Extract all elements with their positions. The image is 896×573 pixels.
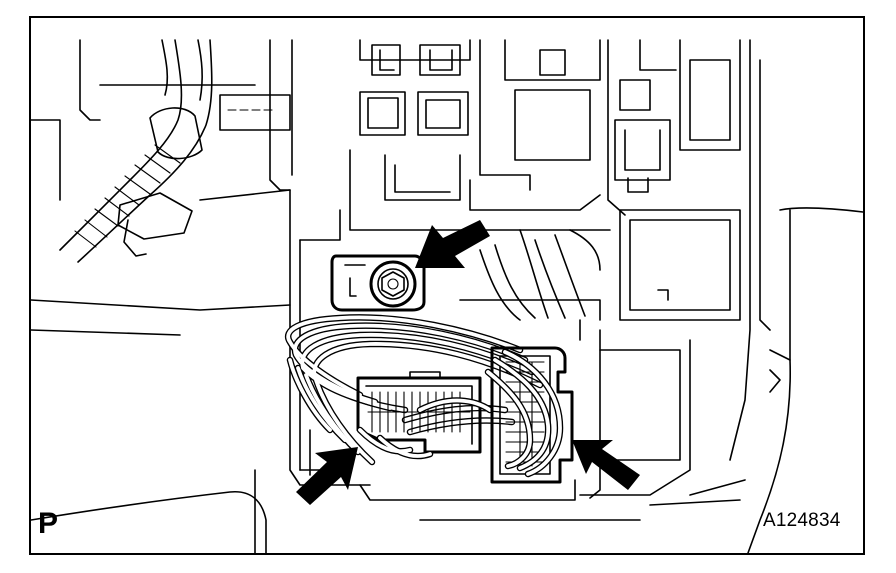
connector-wire-loop xyxy=(285,314,544,466)
left-connector xyxy=(356,371,494,460)
arrow-icon xyxy=(296,447,358,505)
bolt-washer xyxy=(369,260,417,308)
view-label: P xyxy=(38,507,59,540)
right-connector xyxy=(484,346,574,484)
bolt-bracket xyxy=(330,254,426,312)
arrow-icon xyxy=(415,220,490,268)
right-body-panel xyxy=(419,207,863,553)
figure-frame xyxy=(29,16,865,555)
bolt-head xyxy=(381,271,405,297)
vehicle-body-panel xyxy=(31,39,291,553)
left-wire-harness xyxy=(59,39,213,263)
upper-harness-wires xyxy=(479,229,601,321)
arrow-icon xyxy=(572,440,640,490)
figure-id: A124834 xyxy=(763,510,841,531)
junction-block xyxy=(269,39,771,501)
